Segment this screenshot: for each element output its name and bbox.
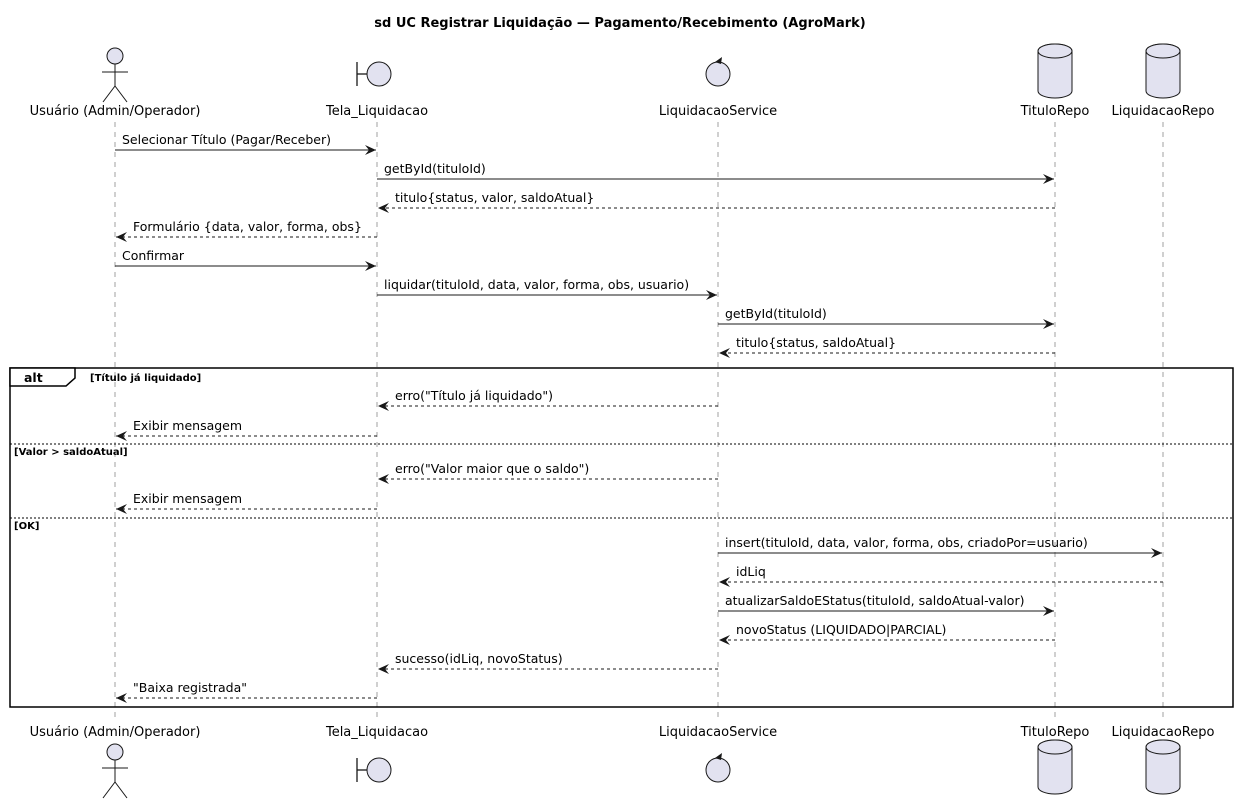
message-label: titulo{status, saldoAtual} (736, 335, 896, 350)
message-label: Exibir mensagem (133, 418, 242, 433)
message-label: getById(tituloId) (725, 306, 827, 321)
participant-name: LiquidacaoService (659, 725, 777, 740)
message-label: novoStatus (LIQUIDADO|PARCIAL) (736, 622, 946, 637)
message-12: Exibir mensagem (116, 491, 377, 514)
message-7: getById(tituloId) (718, 306, 1054, 329)
participant-name: TituloRepo (1020, 104, 1090, 119)
message-label: titulo{status, valor, saldoAtual} (395, 190, 594, 205)
message-14: idLiq (719, 564, 1163, 587)
message-label: "Baixa registrada" (133, 680, 247, 695)
message-13: insert(tituloId, data, valor, forma, obs… (718, 535, 1162, 558)
participant-name: Usuário (Admin/Operador) (30, 725, 201, 740)
messages: Selecionar Título (Pagar/Receber) getById… (115, 132, 1163, 703)
alt-tab (9, 367, 76, 387)
participant-svc-bottom: LiquidacaoService (659, 725, 777, 783)
message-label: sucesso(idLiq, novoStatus) (395, 651, 563, 666)
message-label: Formulário {data, valor, forma, obs} (133, 219, 362, 234)
message-9: erro("Título já liquidado") (378, 388, 718, 411)
message-15: atualizarSaldoEStatus(tituloId, saldoAtu… (718, 593, 1054, 616)
lifelines (114, 122, 1164, 722)
alt-fragment: alt [Título já liquidado] [Valor > saldoAt… (9, 367, 1234, 708)
participant-name: LiquidacaoService (659, 104, 777, 119)
participant-liqrepo-bottom: LiquidacaoRepo (1112, 725, 1215, 795)
participant-name: Tela_Liquidacao (325, 725, 428, 740)
message-label: Confirmar (122, 248, 185, 263)
message-17: sucesso(idLiq, novoStatus) (378, 651, 718, 674)
participant-name: LiquidacaoRepo (1112, 104, 1215, 119)
participant-name: Tela_Liquidacao (325, 104, 428, 119)
message-4: Formulário {data, valor, forma, obs} (116, 219, 377, 242)
message-label: Selecionar Título (Pagar/Receber) (122, 132, 331, 147)
message-18: "Baixa registrada" (116, 680, 377, 703)
message-label: erro("Título já liquidado") (395, 388, 553, 403)
message-label: getById(tituloId) (384, 161, 486, 176)
message-label: atualizarSaldoEStatus(tituloId, saldoAtu… (725, 593, 1024, 608)
participant-user-top: Usuário (Admin/Operador) (30, 47, 201, 119)
message-label: Exibir mensagem (133, 491, 242, 506)
message-11: erro("Valor maior que o saldo") (378, 461, 718, 484)
participant-svc-top: LiquidacaoService (659, 57, 777, 119)
participant-heads: Usuário (Admin/Operador) Usuário (Admin/O… (30, 43, 1215, 799)
message-16: novoStatus (LIQUIDADO|PARCIAL) (719, 622, 1055, 645)
message-8: titulo{status, saldoAtual} (719, 335, 1055, 358)
message-5: Confirmar (115, 248, 376, 271)
diagram-title: sd UC Registrar Liquidação — Pagamento/R… (374, 16, 865, 31)
participant-tela-top: Tela_Liquidacao (325, 61, 428, 119)
participant-name: Usuário (Admin/Operador) (30, 104, 201, 119)
participant-tela-bottom: Tela_Liquidacao (325, 725, 428, 783)
message-10: Exibir mensagem (116, 418, 377, 441)
message-label: insert(tituloId, data, valor, forma, obs… (725, 535, 1088, 550)
participant-titrepo-bottom: TituloRepo (1020, 725, 1090, 795)
message-label: idLiq (736, 564, 766, 579)
participant-name: TituloRepo (1020, 725, 1090, 740)
message-label: liquidar(tituloId, data, valor, forma, o… (384, 277, 689, 292)
alt-guard: [Título já liquidado] (90, 372, 201, 384)
participant-titrepo-top: TituloRepo (1020, 43, 1090, 119)
message-6: liquidar(tituloId, data, valor, forma, o… (377, 277, 717, 300)
alt-frame (9, 367, 1234, 708)
participant-user-bottom: Usuário (Admin/Operador) (30, 725, 201, 799)
alt-label: alt (24, 370, 43, 385)
participant-liqrepo-top: LiquidacaoRepo (1112, 43, 1215, 119)
alt-guard: [Valor > saldoAtual] (14, 447, 128, 458)
message-2: getById(tituloId) (377, 161, 1054, 184)
participant-name: LiquidacaoRepo (1112, 725, 1215, 740)
alt-guard: [OK] (14, 521, 39, 532)
message-3: titulo{status, valor, saldoAtual} (378, 190, 1055, 213)
message-1: Selecionar Título (Pagar/Receber) (115, 132, 376, 155)
message-label: erro("Valor maior que o saldo") (395, 461, 589, 476)
